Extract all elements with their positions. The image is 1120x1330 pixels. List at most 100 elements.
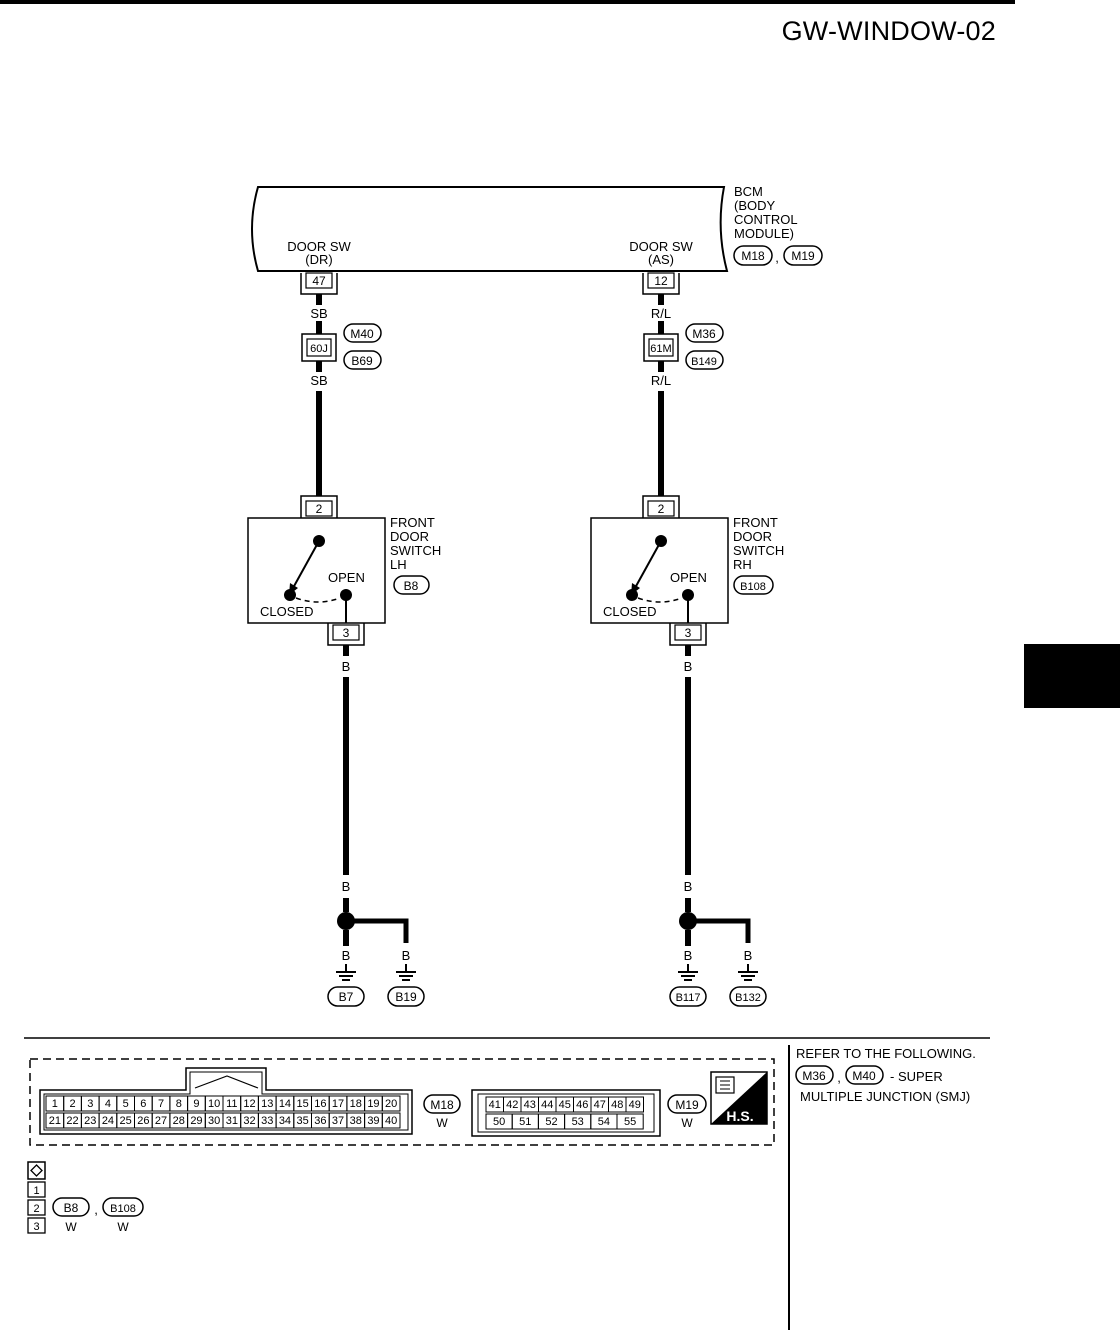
connector-pin-number: 40 (385, 1115, 397, 1127)
small-badge-b108 (102, 1197, 144, 1217)
wire-color-right-3: B (684, 659, 693, 674)
connector-pin-number: 20 (385, 1098, 397, 1110)
bcm-connector-2: M19 (791, 249, 815, 263)
wire-color-left-3: B (342, 659, 351, 674)
wire-color-left-1: SB (310, 306, 327, 321)
left-circuit: 47 SB 60J M40 B69 SB 2 OPEN CLOSED FRONT… (247, 272, 441, 1007)
connector-pin-number: 34 (279, 1115, 291, 1127)
switch-lh-name-4: LH (390, 557, 407, 572)
refer-badge-m36 (795, 1065, 834, 1085)
connector-pin-number: 23 (84, 1115, 96, 1127)
bcm-body (251, 186, 729, 272)
connector-pin-number: 9 (193, 1098, 199, 1110)
wire-color-left-6: B (402, 948, 411, 963)
connector-pin-number: 47 (594, 1099, 606, 1111)
bcm-connector-badge-1 (733, 245, 773, 266)
bcm-right-port-label-2: (AS) (648, 252, 674, 267)
ground-symbol-b7 (336, 964, 356, 981)
switch-rh-bottom-pin-box (674, 624, 702, 641)
connector-pin-number: 44 (541, 1099, 553, 1111)
connector-pin-number: 21 (49, 1115, 61, 1127)
connector-pin-number: 11 (226, 1098, 237, 1110)
small-connector-b8-color: W (65, 1220, 77, 1234)
section-tab (1024, 644, 1120, 708)
switch-rh-open-label: OPEN (670, 570, 707, 585)
connector-pin-cell (381, 1112, 401, 1129)
ground-b7: B7 (339, 990, 354, 1004)
m18-badge (423, 1094, 461, 1114)
connector-pin-cell (616, 1113, 644, 1130)
connector-pin-number: 22 (66, 1115, 78, 1127)
refer-badge-m40 (845, 1065, 884, 1085)
connector-pin-number: 28 (173, 1115, 185, 1127)
junction-connector-badge-b69 (343, 350, 382, 370)
connector-pin-number: 50 (493, 1116, 505, 1128)
ground-symbol-b19 (396, 964, 416, 981)
bcm-left-port-label-2: (DR) (305, 252, 332, 267)
small-pin-box-2 (27, 1199, 46, 1216)
ground-symbol-b132 (738, 964, 758, 981)
refer-connector-m40: M40 (852, 1069, 876, 1083)
diamond-key-icon (30, 1164, 43, 1177)
switch-rh-name-3: SWITCH (733, 543, 784, 558)
connector-pin-number: 10 (208, 1098, 220, 1110)
connector-views-frame (29, 1058, 775, 1146)
wire-color-left-4: B (342, 879, 351, 894)
connector-pin-number: 12 (243, 1098, 255, 1110)
bcm-connector-1: M18 (741, 249, 765, 263)
connector-pin-number: 16 (314, 1098, 326, 1110)
m18-housing-outer (39, 1067, 413, 1135)
switch-lh-closed-label: CLOSED (260, 604, 313, 619)
wire-color-right-2: R/L (651, 373, 671, 388)
bcm-name-2: (BODY (734, 198, 776, 213)
small-pin-2: 2 (33, 1203, 39, 1215)
ground-b19: B19 (395, 990, 417, 1004)
connector-pin-number: 37 (332, 1115, 344, 1127)
junction-connector-badge-m36 (685, 323, 724, 343)
switch-lh-top-connector (300, 495, 338, 518)
junction-connector-b69: B69 (351, 354, 373, 368)
connector-pin-cell (381, 1095, 401, 1112)
connector-pin-number: 4 (105, 1098, 111, 1110)
junction-connector-b149: B149 (691, 356, 717, 368)
switch-lh-pin-bottom: 3 (343, 626, 350, 640)
m19-badge (667, 1094, 707, 1114)
connector-pin-number: 19 (367, 1098, 379, 1110)
junction-61m-pin: 61M (650, 343, 671, 355)
connector-pin-number: 27 (155, 1115, 167, 1127)
connector-pin-number: 51 (519, 1116, 531, 1128)
connector-pin-number: 32 (243, 1115, 255, 1127)
connector-pin-number: 48 (611, 1099, 623, 1111)
connector-pin-number: 45 (559, 1099, 571, 1111)
switch-rh-pin-top: 2 (658, 502, 665, 516)
switch-lh-name-2: DOOR (390, 529, 429, 544)
refer-connector-m36: M36 (802, 1069, 826, 1083)
ground-b117: B117 (676, 992, 701, 1004)
switch-rh-closed-terminal (626, 589, 638, 601)
wire-left-branch (346, 918, 409, 943)
connector-pin-number: 43 (524, 1099, 536, 1111)
connector-pin-number: 52 (545, 1116, 557, 1128)
connector-pin-number: 54 (598, 1116, 610, 1128)
wire-color-right-1: R/L (651, 306, 671, 321)
refer-note-line1: - SUPER (890, 1069, 943, 1084)
connector-pin-number: 7 (158, 1098, 164, 1110)
connector-pin-number: 17 (332, 1098, 344, 1110)
small-connector-b108: B108 (110, 1203, 136, 1215)
wire-color-left-2: SB (310, 373, 327, 388)
connector-pin-number: 5 (123, 1098, 129, 1110)
connector-pin-number: 18 (350, 1098, 362, 1110)
switch-rh-blade (634, 540, 662, 589)
connector-pin-number: 29 (190, 1115, 202, 1127)
connector-pin-number: 24 (102, 1115, 114, 1127)
right-circuit: 12 R/L 61M M36 B149 R/L 2 OPEN CLOSED FR… (590, 272, 784, 1007)
junction-60j-box (306, 338, 332, 357)
m18-latch (194, 1075, 259, 1089)
connector-pin-number: 53 (572, 1116, 584, 1128)
ground-symbol-b117 (678, 964, 698, 981)
connector-pin-number: 38 (350, 1115, 362, 1127)
m18-color: W (436, 1116, 448, 1130)
wire-color-right-5: B (684, 948, 693, 963)
